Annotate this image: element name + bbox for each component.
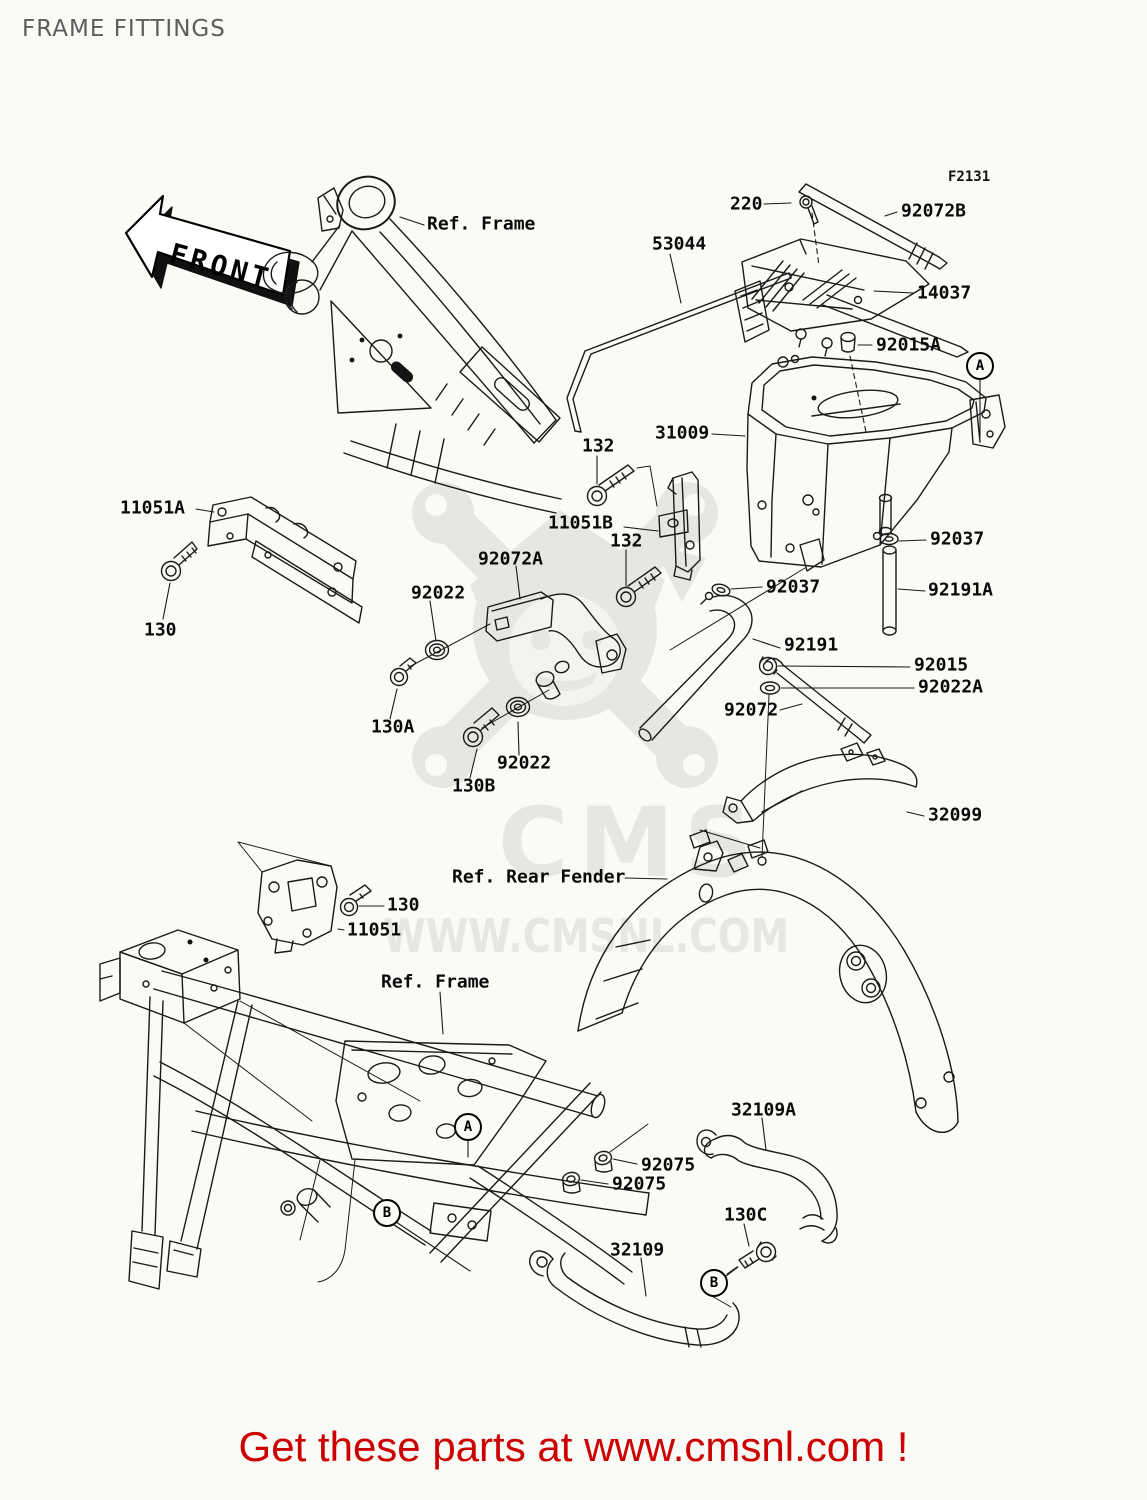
hose-92191-art [638,583,753,742]
screw-220-art [799,195,819,225]
part-label-92191[interactable]: 92191 [784,634,839,656]
front-frame-art [262,175,562,514]
bracket-11051A-art [160,496,363,624]
rail-32099-art [722,742,918,824]
part-label-92015[interactable]: 92015 [914,654,969,676]
trim-strip-53044-art [566,272,792,433]
dashed-lines [811,212,867,433]
part-label-130C[interactable]: 130C [724,1204,768,1226]
part-label-92022-1[interactable]: 92022 [411,582,466,604]
callout-a: A [454,1113,482,1141]
part-label-132-1[interactable]: 132 [582,435,615,457]
part-label-130-1[interactable]: 130 [144,619,177,641]
part-label-92015A[interactable]: 92015A [876,334,942,356]
hose-92191A-art [872,531,899,636]
ref-label-ref-rear-fender: Ref. Rear Fender [452,866,626,888]
tray-14037-art [734,238,969,358]
part-label-92075-1[interactable]: 92075 [641,1154,696,1176]
part-label-92072[interactable]: 92072 [724,699,779,721]
watermark-url-text: WWW.CMSNL.COM [383,909,789,963]
part-label-130B[interactable]: 130B [452,775,496,797]
part-label-53044[interactable]: 53044 [652,233,707,255]
part-label-130-2[interactable]: 130 [387,894,420,916]
part-label-132-2[interactable]: 132 [610,530,643,552]
bracket-11051B-art [658,471,701,581]
part-label-11051[interactable]: 11051 [347,919,402,941]
part-label-11051B[interactable]: 11051B [548,512,614,534]
part-label-32109[interactable]: 32109 [610,1239,665,1261]
part-label-92075-2[interactable]: 92075 [612,1173,667,1195]
part-label-92191A[interactable]: 92191A [928,579,994,601]
page-title: FRAME FITTINGS [22,16,226,42]
part-label-92022-2[interactable]: 92022 [497,752,552,774]
part-label-92022A[interactable]: 92022A [918,676,984,698]
bracket-11051-art [237,841,372,954]
band-92072-art [764,657,872,744]
part-label-92072B[interactable]: 92072B [901,200,967,222]
battery-case-31009-art [669,354,1006,651]
grab-rail-32109-art [529,1241,777,1348]
grab-rail-32109A-art [696,1129,838,1244]
nuts-92075-art [561,1150,613,1194]
ref-label-ref-frame-top: Ref. Frame [427,213,536,235]
watermark: CMS WWW.CMSNL.COM [383,482,789,963]
footer-text: Get these parts at www.cmsnl.com ! [238,1423,909,1470]
part-label-32109A[interactable]: 32109A [731,1099,797,1121]
callout-b: B [373,1199,401,1227]
callout-b: B [700,1269,728,1297]
part-label-220[interactable]: 220 [730,193,763,215]
figure-code: F2131 [948,169,991,185]
part-label-92037-2[interactable]: 92037 [766,576,821,598]
bolt-92015A-art [840,331,856,353]
band-92072B-art [798,183,948,270]
callout-a: A [966,352,994,380]
part-label-11051A[interactable]: 11051A [120,497,186,519]
part-label-32099[interactable]: 32099 [928,804,983,826]
fasteners-92015-92022A-art [758,656,781,858]
part-label-92037-1[interactable]: 92037 [930,528,985,550]
part-label-130A[interactable]: 130A [371,716,415,738]
rear-fender-art [577,829,959,1134]
part-label-14037[interactable]: 14037 [917,282,972,304]
bracket-92072A-art [389,591,627,748]
part-label-31009[interactable]: 31009 [655,422,710,444]
bolts-132-art [586,464,662,608]
leader-lines [162,202,981,1297]
part-label-92072A[interactable]: 92072A [478,548,544,570]
rear-frame-art [99,929,650,1290]
ref-label-ref-frame-bottom: Ref. Frame [381,971,490,993]
